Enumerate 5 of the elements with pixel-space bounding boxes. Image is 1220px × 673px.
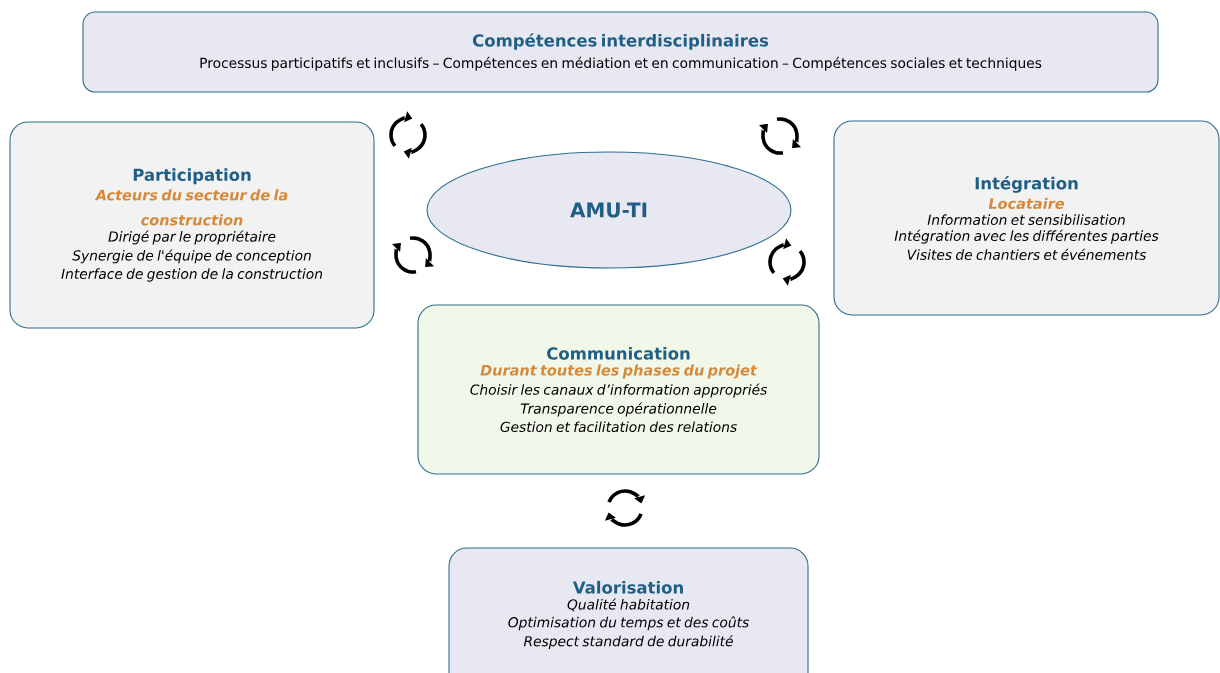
process-box: Valorisation Qualité habitation Optimisation du temps et des coûts Respect standard de durabilité <box>448 547 809 673</box>
heading-box: Compétences interdisciplinaires Processus participatifs et inclusifs – Compétences en médiation et en communication – Compétences sociales et techniques <box>82 11 1159 93</box>
process-box: Participation Acteurs du secteur de la construction Dirigé par le propriétaire Synergie de l'équipe de conception Interface de gestion de la construction <box>9 121 375 329</box>
process-box: Communication Durant toutes les phases du projet Choisir les canaux d’information appropriés Transparence opérationnelle Gestion et facilitation des relations <box>417 304 820 475</box>
process-box: Intégration Locataire Information et sensibilisation Intégration avec les différentes parties Visites de chantiers et événements <box>833 120 1220 316</box>
